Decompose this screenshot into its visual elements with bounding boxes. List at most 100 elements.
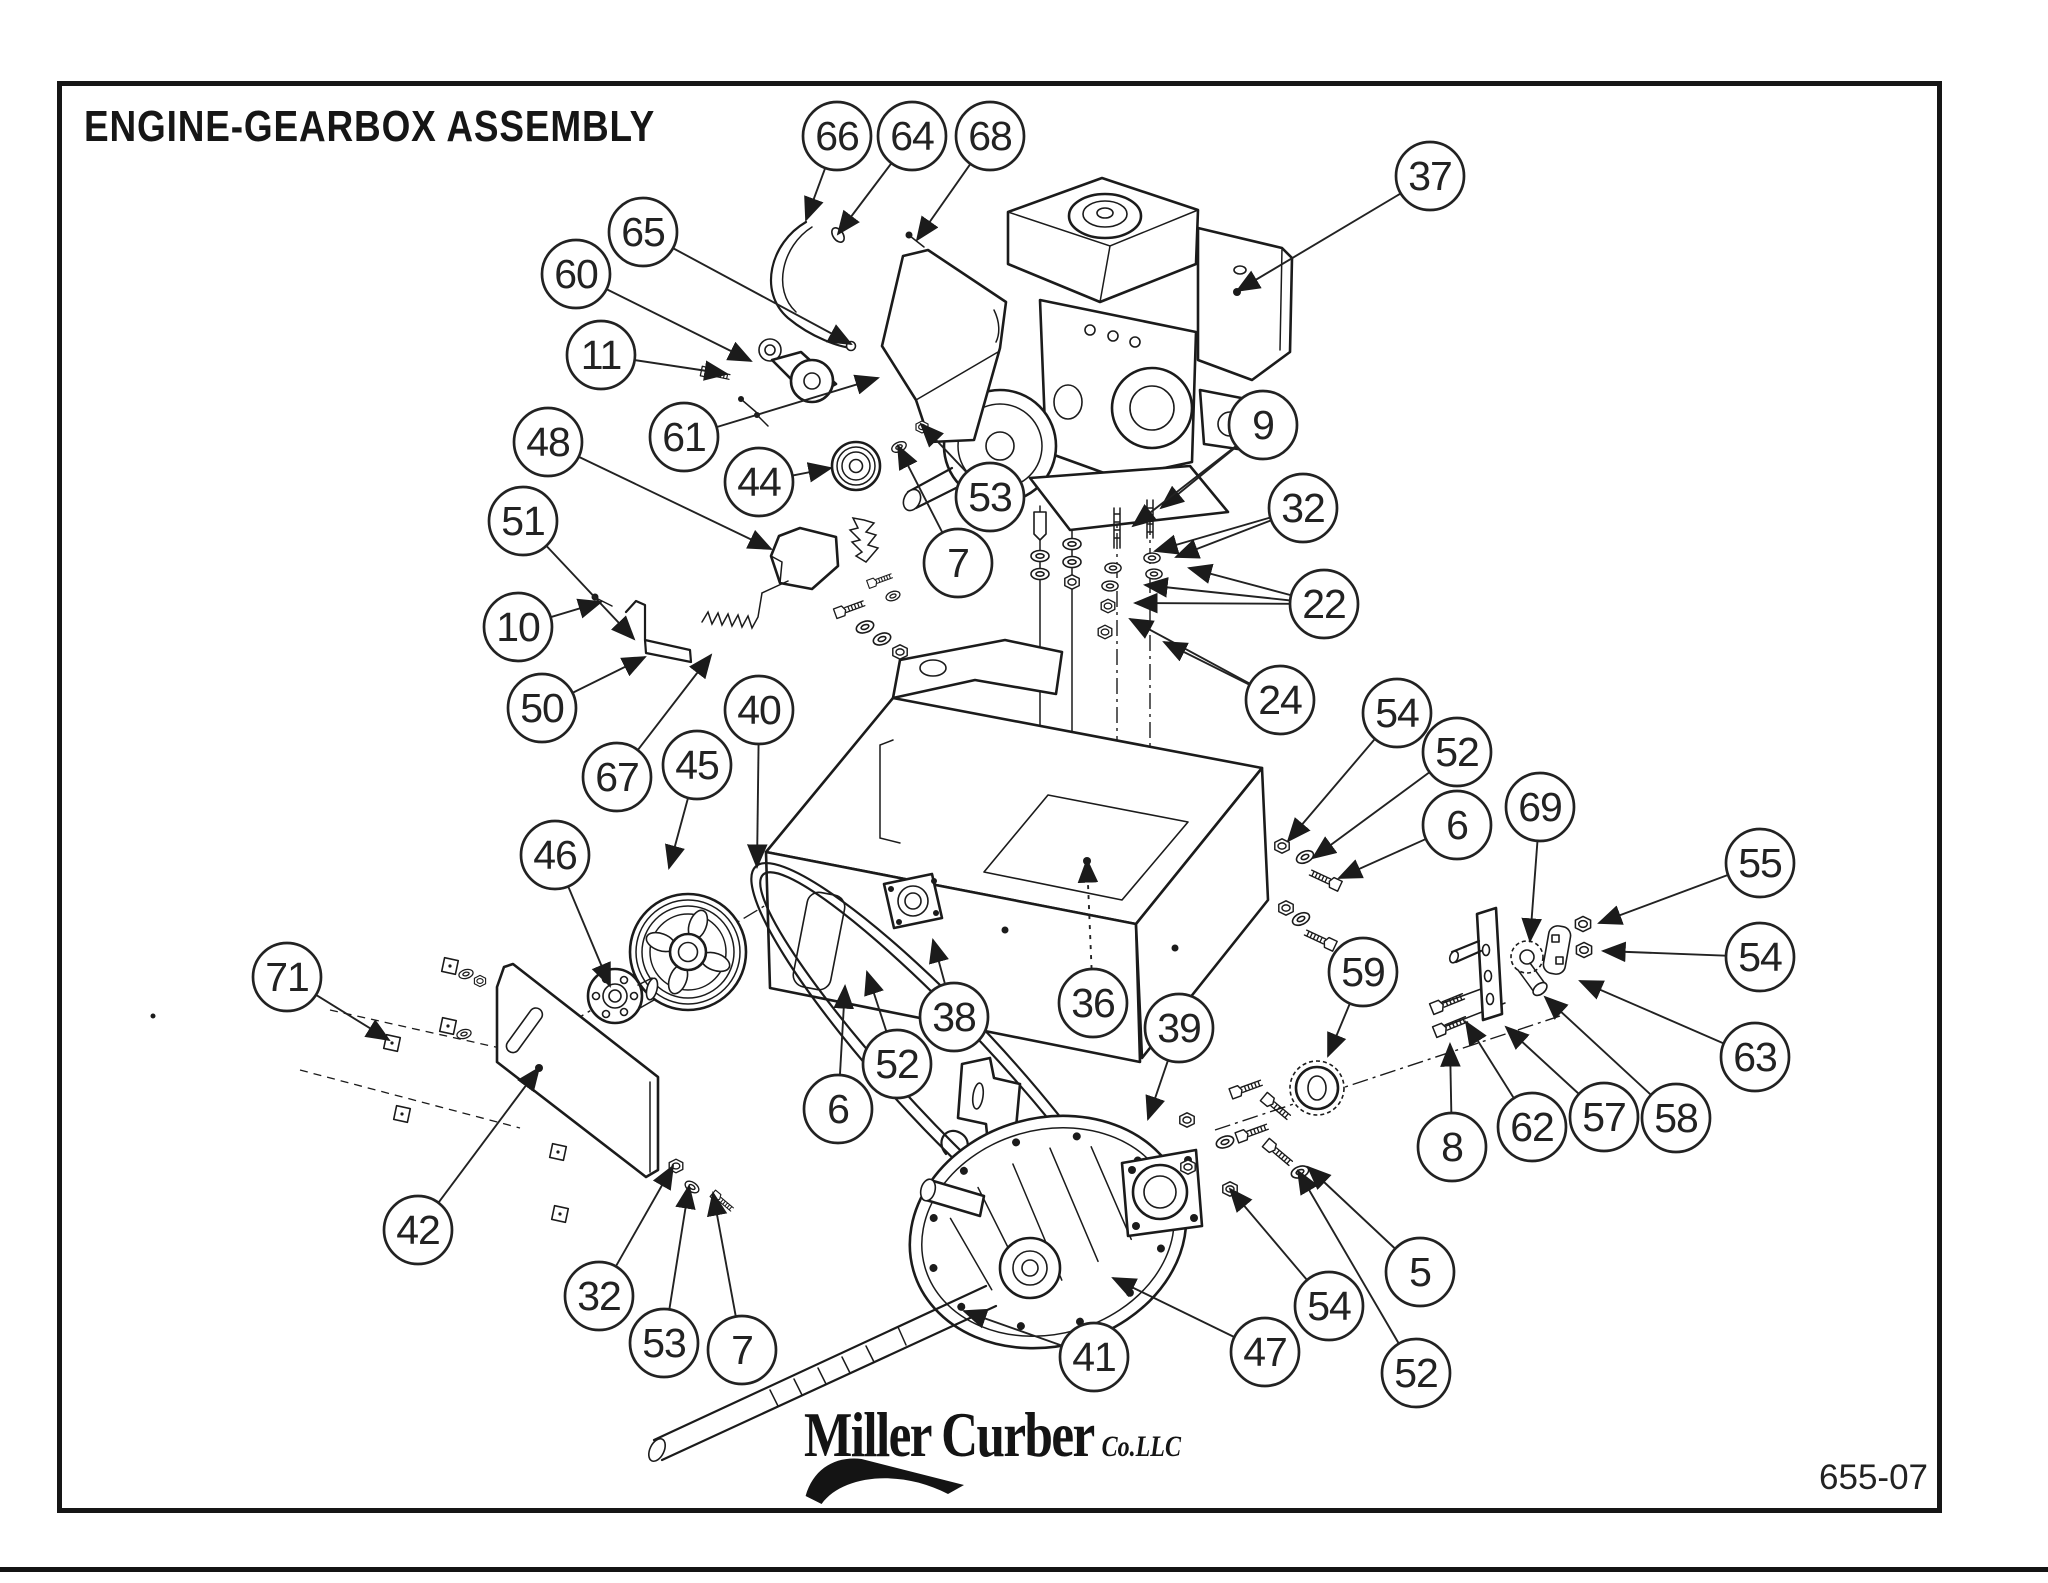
callout-balloon-5 [1384,1236,1456,1308]
leader-line [1578,980,1725,1045]
callout-balloon-11 [565,319,637,391]
leader-line [792,462,834,483]
callout-balloon-65 [607,196,679,268]
leader-line [833,983,854,1076]
callout-balloon-10 [482,591,554,663]
leader-line [1337,838,1427,879]
leader-line [1187,563,1292,597]
logo-text: Miller Curber Co.LLC [804,1398,1181,1472]
callout-balloon-44 [723,446,795,518]
callout-balloon-67 [581,741,653,813]
leader-line [315,994,391,1042]
callout-number: 41 [1072,1334,1116,1380]
callout-balloon-32 [563,1260,635,1332]
leader-line [1131,445,1237,528]
callout-number: 38 [932,994,976,1040]
leader-line [550,598,603,619]
callout-balloon-60 [540,238,612,310]
callout-number: 52 [1435,729,1479,775]
callout-number: 8 [1441,1124,1463,1170]
leader-line [545,545,636,641]
callout-balloon-61 [648,401,720,473]
callout-number: 6 [827,1086,849,1132]
callout-number: 66 [815,113,859,159]
callout-number: 60 [554,251,598,297]
callout-number: 6 [1446,802,1468,848]
callout-balloon-54 [1293,1270,1365,1342]
callout-balloon-53 [954,461,1026,533]
callout-number: 5 [1409,1249,1431,1295]
callout-number: 53 [642,1320,686,1366]
pulley-hub [586,967,659,1025]
callout-number: 42 [396,1207,440,1253]
callout-number: 10 [496,604,540,650]
callout-balloon-59 [1327,936,1399,1008]
callout-balloon-64 [876,100,948,172]
callout-balloon-50 [506,672,578,744]
callout-number: 22 [1302,581,1346,627]
callout-number: 57 [1582,1094,1626,1140]
callout-balloon-6 [802,1073,874,1145]
callout-balloon-40 [723,674,795,746]
callout-balloon-7 [922,527,994,599]
leader-line [1600,941,1727,963]
leader-line [1311,771,1431,860]
callout-number: 9 [1252,402,1274,448]
callout-number: 67 [595,754,639,800]
callout-balloon-51 [487,485,559,557]
chassis-weldment [764,638,1270,1064]
callout-balloon-69 [1504,771,1576,843]
callout-number: 45 [675,742,719,788]
callout-number: 46 [533,832,577,878]
callout-number: 71 [265,954,309,1000]
leader-line [897,444,944,534]
leader-line [919,422,968,473]
callout-number: 24 [1258,677,1302,723]
leader-line [1228,1187,1308,1281]
callout-number: 52 [1394,1350,1438,1396]
callout-balloon-38 [918,981,990,1053]
leader-line [572,656,647,694]
callout-number: 54 [1307,1283,1351,1329]
drive-pulley [628,892,748,1012]
leader-line [1296,1169,1400,1345]
callout-number: 59 [1341,949,1385,995]
callout-number: 61 [662,414,706,460]
callout-balloon-7 [706,1314,778,1386]
callout-balloon-6 [1421,789,1493,861]
leader-line [606,288,753,362]
callout-number: 53 [968,474,1012,520]
jackshaft-bracket [1428,906,1593,1039]
drawing-border [57,81,1942,1513]
leader-line [1327,1003,1351,1058]
callout-balloon-54 [1724,921,1796,993]
callout-balloon-57 [1568,1081,1640,1153]
leader-line [1159,445,1238,510]
leader-line [1077,857,1099,970]
callout-balloon-32 [1267,472,1339,544]
callout-balloon-66 [801,100,873,172]
callout-number: 50 [520,685,564,731]
leader-line [915,163,972,242]
doc-number: 655-07 [1819,1458,1928,1497]
callout-balloon-36 [1057,967,1129,1039]
callout-number: 54 [1738,934,1782,980]
leader-line [1286,738,1376,843]
leader-line [1142,577,1291,602]
callout-number: 58 [1654,1095,1698,1141]
callout-number: 7 [731,1327,753,1373]
callout-balloon-45 [661,729,733,801]
callout-balloon-24 [1244,664,1316,736]
leader-line [672,247,853,345]
leader-line [668,1183,696,1310]
callout-balloon-37 [1394,140,1466,212]
leader-line [634,359,730,381]
callout-balloon-8 [1416,1111,1488,1183]
page-title: ENGINE-GEARBOX ASSEMBLY [84,102,656,151]
callout-balloon-71 [251,941,323,1013]
callout-number: 36 [1071,980,1115,1026]
callout-number: 62 [1510,1104,1554,1150]
tensioner-group [591,516,908,664]
leader-line [437,1066,541,1204]
